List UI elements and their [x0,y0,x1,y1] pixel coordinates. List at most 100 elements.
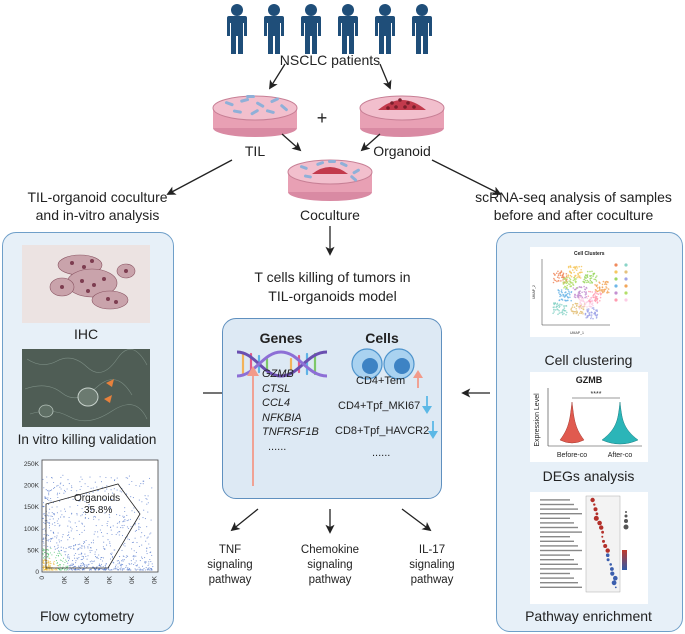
gene-item: CTSL [262,382,291,395]
pathway-enrichment-plot [530,492,648,604]
flow-x-tick: 150K [107,575,114,584]
violin-group-label: Before-co [557,452,587,459]
arrow [401,508,432,532]
pathway-line: signaling [409,559,455,571]
gene-item: ...... [268,440,287,453]
flow-y-tick: 0 [35,569,39,576]
gene-item: CCL4 [262,397,291,409]
flow-y-tick: 200K [24,483,40,490]
left-section-title: TIL-organoid coculture and in-vitro anal… [0,188,195,224]
arrow [269,63,286,90]
left-title-line1: TIL-organoid coculture [27,189,168,205]
organoid-label: Organoid [373,143,431,159]
violin-after [601,401,639,445]
pathway-chemokine: Chemokine signaling pathway [285,543,375,588]
flow-dot-cloud [42,474,154,571]
flow-x-tick: 250K [152,575,159,584]
pathway-tnf: TNF signaling pathway [190,543,270,588]
pathway-line: pathway [410,574,454,586]
arrow [431,159,502,195]
cluster-label: Cell clustering [544,352,633,368]
flow-x-tick: 50K [62,575,69,584]
degs-label: DEGs analysis [542,468,635,484]
center-title-line1: T cells killing of tumors in [254,269,411,285]
cell-item: CD8+Tpf_HAVCR2 [335,425,430,437]
til-dish-icon [212,95,298,137]
pathway-il17: IL-17 signaling pathway [392,543,472,588]
person-icon [412,4,432,54]
arrow [230,508,259,532]
cell-item: ...... [372,447,391,459]
ihc-image [22,245,150,323]
killing-image [22,349,150,427]
pathway-line: Chemokine [300,544,360,556]
killing-label: In vitro killing validation [17,432,157,447]
flow-x-tick: 0 [39,576,46,580]
violin-plot: GZMB Expression Level **** Before-co Aft… [530,372,648,462]
arrow [379,63,392,90]
right-title-line2: before and after coculture [493,207,654,223]
cells-header: Cells [365,330,399,346]
gene-item: NFKBIA [262,411,302,424]
violin-before [559,401,585,444]
center-panel [222,318,442,499]
flow-y-tick: 250K [24,461,40,468]
gene-item: TNFRSF1B [262,426,319,438]
cell-item: CD4+Tpf_MKI67 [338,400,421,412]
cell-item: CD4+Tem [356,375,406,387]
pathway-line: pathway [308,574,352,586]
arrow [281,133,302,152]
flow-x-tick: 100K [84,575,91,584]
arrow [360,133,381,152]
coculture-dish-icon [287,159,373,201]
flow-x-tick: 200K [129,575,136,584]
person-icon [264,4,284,54]
flow-cytometry-plot: Organoids 35.8% 250K 200K 150K 100K 50K 0 0 50… [24,459,159,584]
patient-icons [227,4,432,54]
pathway-line: signaling [207,559,253,571]
pathway-line: pathway [208,574,252,586]
til-label: TIL [244,143,266,159]
violin-title: GZMB [576,375,603,385]
flow-y-tick: 50K [27,547,39,554]
person-icon [227,4,247,54]
umap-y-label: UMAP_2 [532,285,536,299]
pathway-line: IL-17 [418,544,446,556]
violin-group-label: After-co [608,452,633,459]
flow-gate-label: Organoids [74,493,120,504]
genes-header: Genes [259,330,303,346]
umap-dot-cloud [552,265,610,320]
umap-legend [614,263,628,302]
pathway-enrichment-label: Pathway enrichment [525,608,652,624]
person-icon [301,4,321,54]
cells-icon [351,348,415,380]
person-icon [375,4,395,54]
right-title-line1: scRNA-seq analysis of samples [475,189,672,205]
flow-gate-value: 35.8% [84,505,112,516]
enrichment-rows [540,497,618,589]
plus-sign: + [316,108,328,128]
organoid-dish-icon [359,95,445,137]
gene-up-arrow [247,366,259,486]
person-icon [338,4,358,54]
left-title-line2: and in-vitro analysis [35,207,160,223]
umap-title: Cell Clusters [574,251,605,257]
flow-y-tick: 150K [24,504,40,511]
arrow [166,159,233,195]
pathway-line: TNF [218,544,242,556]
coculture-label: Coculture [300,207,360,223]
ihc-label: IHC [73,326,99,342]
cell-down-arrow [428,421,438,439]
right-section-title: scRNA-seq analysis of samples before and… [462,188,685,224]
umap-x-label: UMAP_1 [570,331,584,335]
center-title: T cells killing of tumors in TIL-organoi… [220,268,445,306]
flow-gate [45,483,141,569]
enrichment-legend [622,511,629,570]
pathway-line: signaling [307,559,353,571]
gene-item: GZMB [262,368,294,380]
cell-down-arrow [422,396,432,414]
violin-sig: **** [591,391,602,398]
gene-list: GZMB CTSL CCL4 NFKBIA TNFRSF1B ...... [262,367,319,454]
center-title-line2: TIL-organoids model [268,288,397,304]
